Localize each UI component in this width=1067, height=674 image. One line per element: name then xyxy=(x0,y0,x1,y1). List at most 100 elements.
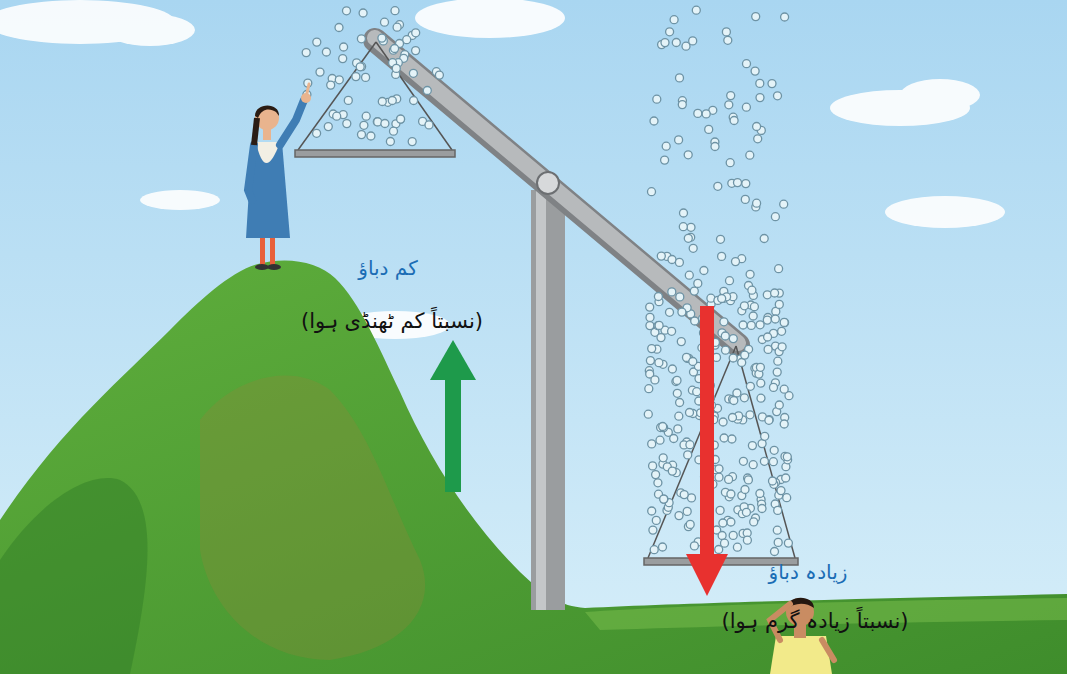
air-molecule xyxy=(670,16,678,24)
air-note: (نسبتاً کم ٹھنڈی ہوا) xyxy=(301,309,483,334)
air-molecule xyxy=(715,473,723,481)
air-molecule xyxy=(711,143,719,151)
air-molecule xyxy=(679,223,687,231)
air-molecule xyxy=(650,117,658,125)
air-molecule xyxy=(757,379,765,387)
air-molecule xyxy=(725,475,733,483)
air-molecule xyxy=(734,179,742,187)
air-molecule xyxy=(356,63,364,71)
air-molecules xyxy=(302,6,793,555)
air-molecule xyxy=(743,536,751,544)
air-molecule xyxy=(782,474,790,482)
air-molecule xyxy=(753,199,761,207)
air-molecule xyxy=(378,34,386,42)
air-molecule xyxy=(684,451,692,459)
air-molecule xyxy=(360,121,368,129)
air-molecule xyxy=(661,39,669,47)
air-molecule xyxy=(673,376,681,384)
air-molecule xyxy=(378,98,386,106)
air-molecule xyxy=(649,526,657,534)
air-molecule xyxy=(685,271,693,279)
air-molecule xyxy=(722,28,730,36)
air-molecule xyxy=(678,101,686,109)
air-molecule xyxy=(756,79,764,87)
air-molecule xyxy=(747,321,755,329)
air-molecule xyxy=(689,37,697,45)
air-molecule xyxy=(749,312,757,320)
air-molecule xyxy=(773,368,781,376)
air-molecule xyxy=(726,159,734,167)
air-molecule xyxy=(729,354,737,362)
air-molecule xyxy=(724,36,732,44)
air-molecule xyxy=(765,416,773,424)
air-molecule xyxy=(676,399,684,407)
air-molecule xyxy=(743,60,751,68)
air-molecule xyxy=(775,401,783,409)
air-molecule xyxy=(381,120,389,128)
air-molecule xyxy=(764,345,772,353)
air-molecule xyxy=(733,543,741,551)
hill-shade xyxy=(200,376,425,660)
air-molecule xyxy=(718,532,726,540)
air-molecule xyxy=(705,125,713,133)
air-molecule xyxy=(783,494,791,502)
air-molecule xyxy=(781,13,789,21)
air-molecule xyxy=(771,289,779,297)
air-molecule xyxy=(327,81,335,89)
air-molecule xyxy=(661,156,669,164)
air-molecule xyxy=(775,265,783,273)
air-molecule xyxy=(680,491,688,499)
air-molecule xyxy=(721,332,729,340)
air-molecule xyxy=(729,335,737,343)
air-molecule xyxy=(675,258,683,266)
air-molecule xyxy=(644,410,652,418)
air-molecule xyxy=(392,64,400,72)
air-molecule xyxy=(751,67,759,75)
air-molecule xyxy=(761,432,769,440)
air-molecule xyxy=(313,129,321,137)
air-molecule xyxy=(654,293,662,301)
air-molecule xyxy=(754,135,762,143)
air-molecule xyxy=(720,434,728,442)
air-molecule xyxy=(358,131,366,139)
air-molecule xyxy=(733,389,741,397)
air-molecule xyxy=(324,123,332,131)
air-molecule xyxy=(778,343,786,351)
air-molecule xyxy=(388,97,396,105)
air-molecule xyxy=(720,318,728,326)
air-molecule xyxy=(412,29,420,37)
air-molecule xyxy=(716,506,724,514)
air-molecule xyxy=(780,200,788,208)
air-molecule xyxy=(652,516,660,524)
air-molecule xyxy=(769,477,777,485)
up-arrow xyxy=(430,340,476,492)
air-molecule xyxy=(397,115,405,123)
air-molecule xyxy=(655,359,663,367)
air-molecule xyxy=(674,425,682,433)
air-molecule xyxy=(668,288,676,296)
air-molecule xyxy=(732,258,740,266)
air-molecule xyxy=(676,293,684,301)
air-molecule xyxy=(749,461,757,469)
air-molecule xyxy=(646,322,654,330)
air-molecule xyxy=(729,531,737,539)
air-molecule xyxy=(343,7,351,15)
air-molecule xyxy=(770,383,778,391)
air-molecule xyxy=(777,487,785,495)
air-molecule xyxy=(359,9,367,17)
air-molecule xyxy=(313,38,321,46)
air-molecule xyxy=(655,321,663,329)
air-molecule xyxy=(756,321,764,329)
air-molecule xyxy=(656,436,664,444)
air-molecule xyxy=(344,96,352,104)
air-molecule xyxy=(302,49,310,57)
air-molecule xyxy=(742,508,750,516)
air-molecule xyxy=(648,188,656,196)
air-molecule xyxy=(714,182,722,190)
hill-shade-dark xyxy=(0,478,148,674)
air-molecule xyxy=(784,539,792,547)
air-molecule xyxy=(335,24,343,32)
air-molecule xyxy=(739,457,747,465)
air-molecule xyxy=(744,476,752,484)
